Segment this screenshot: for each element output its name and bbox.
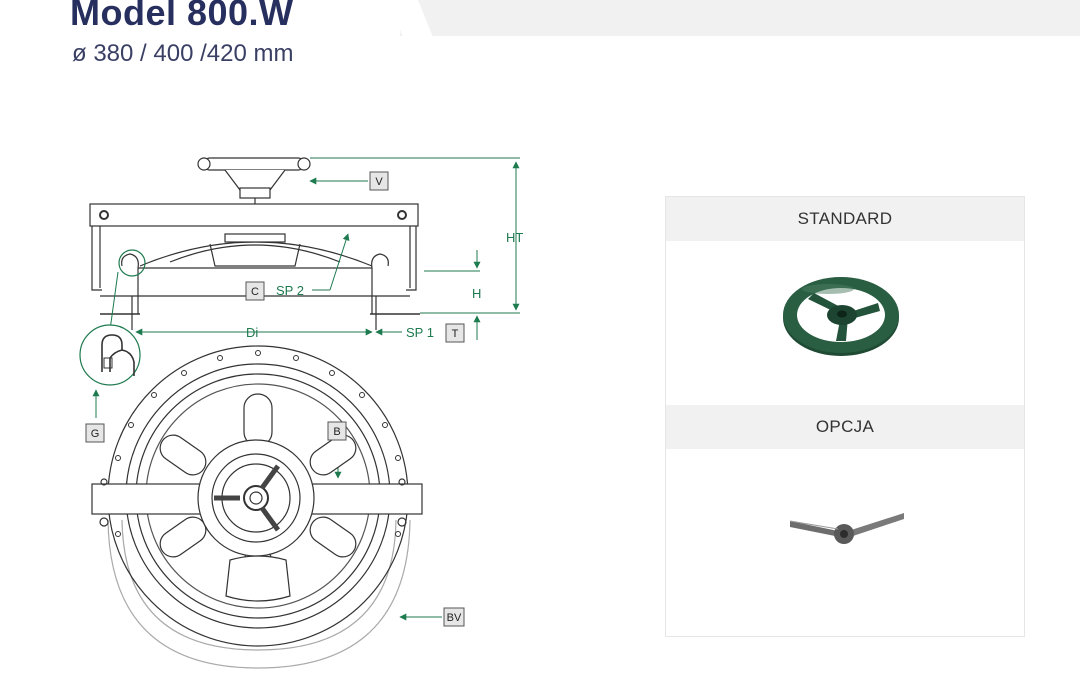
dimension-lines (92, 157, 520, 621)
detail-callout (79, 324, 141, 386)
bolt-holes (115, 350, 401, 537)
header-band (400, 0, 1080, 36)
label-g: G (91, 428, 100, 440)
label-ht: HT (506, 230, 523, 245)
label-b: B (333, 426, 340, 438)
label-t: T (452, 328, 459, 340)
technical-drawing: V C T G B BV HT SP 2 H Di SP 1 (79, 157, 523, 669)
side-view (89, 157, 420, 330)
page-title: Model 800.W (70, 0, 294, 33)
label-bv: BV (447, 612, 462, 624)
label-h: H (472, 286, 481, 301)
options-panel: STANDARD OPCJA (665, 196, 1025, 637)
label-boxes: V C T G B BV (85, 171, 465, 627)
standard-header: STANDARD (666, 197, 1024, 241)
option-header: OPCJA (666, 405, 1024, 449)
label-sp1: SP 1 (406, 325, 434, 340)
front-view (91, 345, 423, 669)
label-di: Di (246, 325, 258, 340)
page-subtitle: ø 380 / 400 /420 mm (72, 40, 294, 67)
label-sp2: SP 2 (276, 283, 304, 298)
label-c: C (251, 286, 259, 298)
handwheel-icon (783, 277, 899, 356)
label-v: V (375, 176, 383, 188)
t-handle-icon (789, 513, 904, 544)
